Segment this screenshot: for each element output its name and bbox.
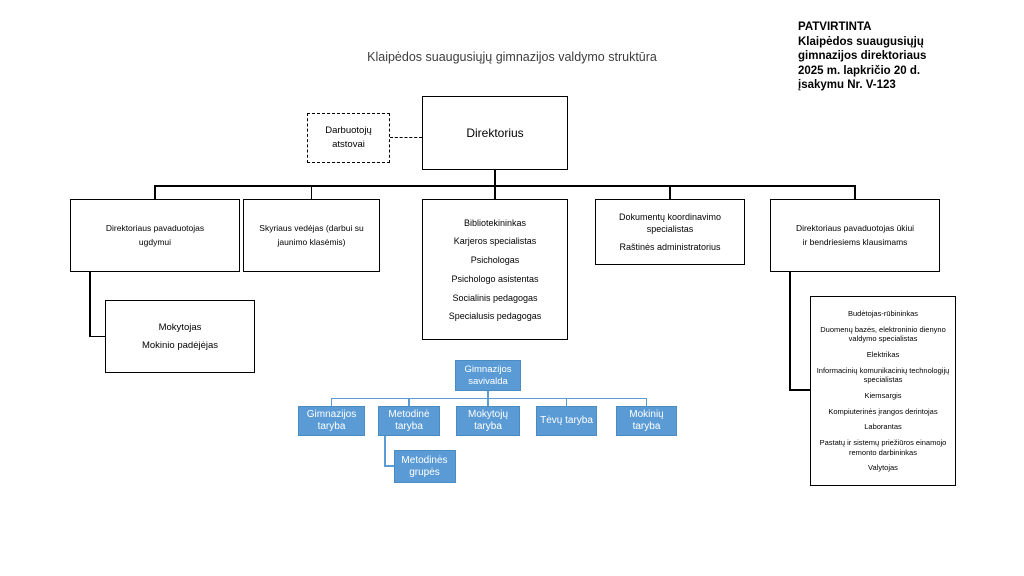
connector-drop-metodine-taryba: [408, 398, 410, 406]
node-tevu-taryba: Tėvų taryba: [536, 406, 597, 436]
approval-line: PATVIRTINTA: [798, 21, 872, 33]
node-label: Metodinė taryba: [388, 409, 430, 432]
connector-teachers-horizontal: [89, 335, 106, 337]
node-metodines-grupes: Metodinės grupės: [393, 450, 456, 483]
node-pavaduotojas-ugdymui: Direktoriaus pavaduotojas ugdymui: [70, 199, 240, 272]
node-label-line: Direktoriaus pavaduotojas: [105, 222, 205, 233]
node-label-line: Psichologas: [470, 255, 520, 266]
node-label-line: Dokumentų koordinavimo specialistas: [618, 212, 722, 235]
connector-drop-deputy-facilities: [854, 186, 856, 199]
node-label-line: Kiemsargis: [864, 390, 902, 400]
node-metodine-taryba: Metodinė taryba: [378, 406, 440, 436]
node-label-line: Raštinės administratorius: [619, 241, 721, 252]
connector-drop-document-office: [669, 186, 671, 199]
node-label-line: Specialusis pedagogas: [448, 311, 542, 322]
node-pavaduotojas-ukiui: Direktoriaus pavaduotojas ūkiui ir bendr…: [770, 199, 940, 272]
connector-director-trunk: [494, 170, 496, 186]
node-label-line: ugdymui: [138, 236, 172, 247]
node-label-line: Karjeros specialistas: [453, 236, 537, 247]
connector-staff-horizontal: [789, 389, 811, 391]
node-label-line: Informacinių komunikacinių technologijų …: [816, 365, 950, 385]
node-label-line: Kompiuterinės įrangos derintojas: [828, 406, 938, 416]
node-direktorius: Direktorius: [422, 96, 568, 170]
node-label: Gimnazijos taryba: [306, 409, 357, 432]
node-label-line: Mokytojas: [158, 322, 202, 333]
node-label-line: atstovai: [332, 139, 365, 150]
node-darbuotoju-atstovai: Darbuotojų atstovai: [307, 113, 390, 163]
chart-title: Klaipėdos suaugusiųjų gimnazijos valdymo…: [367, 50, 657, 64]
node-label: Mokinių taryba: [629, 409, 664, 432]
node-label-line: Skyriaus vedėjas (darbui su: [259, 222, 364, 233]
node-label-line: Duomenų bazės, elektroninio dienyno vald…: [820, 325, 946, 344]
node-label-line: ir bendriesiems klausimams: [802, 236, 908, 247]
approval-line: gimnazijos direktoriaus: [798, 50, 927, 63]
connector-drop-mokytoju-taryba: [487, 398, 489, 406]
node-dokumentu-specialistai: Dokumentų koordinavimo specialistas Rašt…: [595, 199, 745, 265]
connector-drop-specialists: [494, 186, 496, 199]
node-label: Gimnazijos savivalda: [464, 364, 512, 387]
node-label-line: Psichologo asistentas: [451, 273, 539, 284]
approval-line: įsakymu Nr. V-123: [798, 79, 896, 92]
node-label: Mokytojų taryba: [467, 409, 508, 432]
node-label-line: Socialinis pedagogas: [452, 292, 538, 303]
connector-drop-department-head: [310, 186, 313, 199]
node-label-line: Budėtojas-rūbininkas: [847, 309, 919, 319]
approval-line: 2025 m. lapkričio 20 d.: [798, 64, 921, 77]
node-label-line: Darbuotojų: [325, 124, 372, 136]
node-mokiniu-taryba: Mokinių taryba: [616, 406, 677, 436]
node-mokytojai: Mokytojas Mokinio padėjėjas: [105, 300, 255, 373]
connector-drop-tevu-taryba: [565, 398, 568, 406]
connector-metodines-grupes-vertical: [384, 436, 386, 467]
node-gimnazijos-taryba: Gimnazijos taryba: [298, 406, 365, 436]
connector-savivalda-trunk: [487, 391, 489, 398]
node-ukio-personalas: Budėtojas-rūbininkas Duomenų bazės, elek…: [810, 296, 956, 486]
node-label-line: Mokinio padėjėjas: [141, 340, 219, 351]
approval-note: PATVIRTINTA Klaipėdos suaugusiųjų gimnaz…: [798, 20, 973, 93]
connector-drop-deputy-education: [154, 186, 156, 199]
node-specialistai: Bibliotekininkas Karjeros specialistas P…: [422, 199, 568, 340]
node-label: Direktorius: [466, 126, 524, 140]
connector-teachers-vertical: [89, 272, 91, 337]
node-label-line: Pastatų ir sistemų priežiūros einamojo r…: [819, 438, 947, 457]
connector-staff-vertical: [789, 272, 791, 391]
node-label-line: Laborantas: [864, 422, 902, 432]
node-label: Tėvų taryba: [540, 415, 593, 427]
connector-level2-bus: [154, 185, 856, 187]
node-label-line: jaunimo klasėmis): [277, 236, 346, 247]
node-label-line: Elektrikas: [866, 350, 900, 360]
node-label-line: Bibliotekininkas: [463, 217, 527, 228]
node-label-line: Valytojas: [868, 463, 898, 473]
node-label: Metodinės grupės: [401, 454, 448, 478]
connector-employee-reps-dashed: [390, 137, 422, 138]
connector-savivalda-bus: [330, 397, 648, 399]
connector-metodines-grupes-horizontal: [384, 465, 395, 467]
node-gimnazijos-savivalda: Gimnazijos savivalda: [455, 360, 521, 391]
node-skyriaus-vedejas: Skyriaus vedėjas (darbui su jaunimo klas…: [243, 199, 380, 272]
approval-line: Klaipėdos suaugusiųjų: [798, 35, 924, 48]
node-mokytoju-taryba: Mokytojų taryba: [456, 406, 520, 436]
connector-drop-gimnazijos-taryba: [330, 398, 333, 406]
node-label-line: Direktoriaus pavaduotojas ūkiui: [795, 222, 915, 233]
connector-drop-mokiniu-taryba: [645, 398, 648, 406]
